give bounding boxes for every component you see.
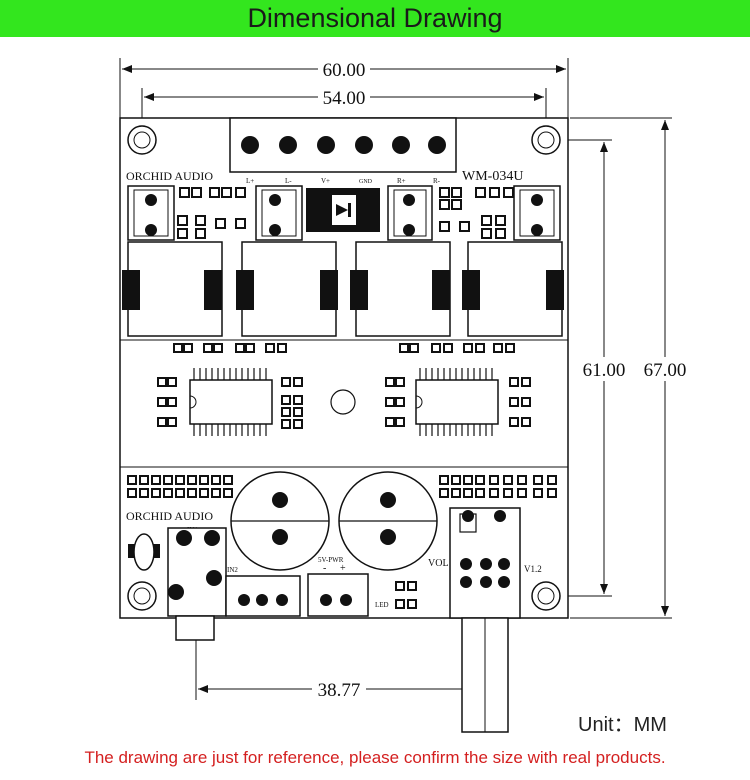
mounting-hole-icon — [127, 581, 157, 611]
model-label: WM-034U — [462, 169, 523, 184]
total-height-label: 67.00 — [644, 360, 687, 381]
dimension-total-height: 67.00 — [570, 117, 692, 619]
smd-pads — [127, 475, 557, 609]
pin-label-vplus: V+ — [321, 177, 330, 185]
power-label: 5V-PWR — [318, 556, 344, 564]
inductor — [122, 241, 223, 337]
version-label: V1.2 — [524, 564, 542, 574]
total-width-label: 60.00 — [323, 60, 366, 81]
diode-icon — [306, 188, 380, 232]
crystal-component — [128, 533, 160, 571]
in2-label: IN2 — [227, 566, 238, 574]
capacitor — [230, 471, 330, 571]
mounting-hole-icon — [531, 581, 561, 611]
amplifier-chip — [415, 368, 499, 436]
amplifier-chip — [189, 368, 273, 436]
hole-height-label: 61.00 — [583, 360, 626, 381]
mounting-hole-icon — [531, 125, 561, 155]
unit-label: Unit：MM — [578, 714, 667, 736]
page-title: Dimensional Drawing — [247, 3, 503, 33]
audio-jack — [167, 527, 227, 641]
speaker-terminal-block — [229, 117, 457, 173]
connector-housing — [127, 185, 175, 241]
mounting-hole-icon — [127, 125, 157, 155]
inductor — [350, 241, 451, 337]
capacitor — [338, 471, 438, 571]
connector-housing — [387, 185, 433, 241]
connector-housing — [513, 185, 561, 241]
disclaimer-text: The drawing are just for reference, plea… — [84, 748, 666, 767]
pin-label-gnd: GND — [359, 179, 373, 185]
dimension-pot-offset: 38.77 — [195, 640, 486, 701]
pot-offset-label: 38.77 — [318, 680, 361, 701]
title-banner — [0, 0, 750, 37]
power-plus-label: + — [340, 563, 346, 574]
hole-width-label: 54.00 — [323, 88, 366, 109]
brand-label-bottom: ORCHID AUDIO — [126, 509, 213, 523]
dimension-total-width: 60.00 — [119, 58, 569, 118]
inductor — [462, 241, 564, 337]
center-hole-icon — [330, 389, 356, 415]
connector-housing — [255, 185, 303, 241]
dimension-hole-width: 54.00 — [141, 86, 547, 125]
smd-pads — [177, 187, 514, 239]
dimension-hole-height: 61.00 — [560, 139, 630, 597]
pin-label-lminus: L- — [285, 177, 292, 185]
power-minus-label: - — [323, 563, 326, 574]
power-connector — [307, 573, 369, 617]
pin-label-lplus: L+ — [246, 177, 254, 185]
pin-label-rplus: R+ — [397, 177, 406, 185]
volume-potentiometer — [449, 507, 521, 733]
smd-pads — [157, 343, 531, 429]
vol-label: VOL — [428, 558, 449, 569]
inductor — [236, 241, 338, 337]
in2-connector — [225, 575, 301, 617]
pin-label-rminus: R- — [433, 177, 441, 185]
led-label: LED — [375, 601, 389, 609]
brand-label-top: ORCHID AUDIO — [126, 169, 213, 183]
